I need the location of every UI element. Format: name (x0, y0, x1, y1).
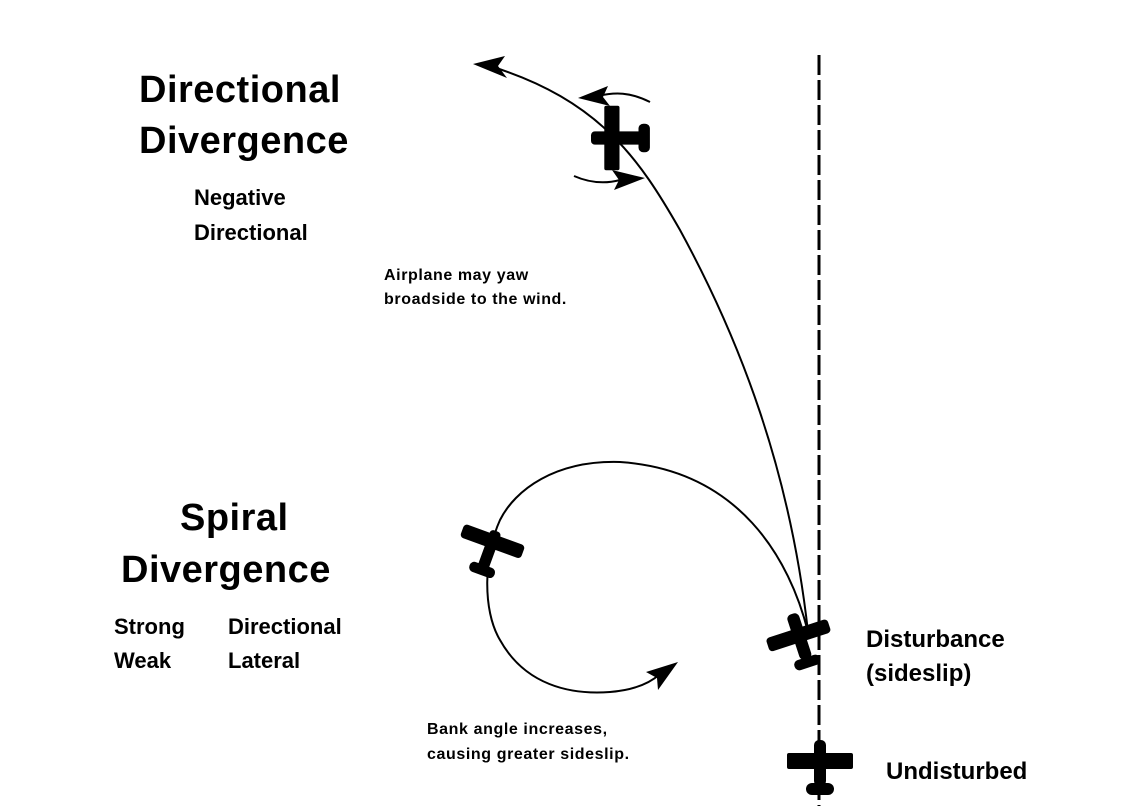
spiral-divergence-title-1: Spiral (180, 497, 289, 539)
spiral-divergence-path (486, 460, 809, 694)
spiral-lateral-label: Lateral (228, 648, 301, 673)
spiral-strong-label: Strong (114, 614, 185, 639)
airplane-spiral-icon (460, 524, 525, 579)
directional-path-arrowhead (473, 56, 507, 78)
undisturbed-label: Undisturbed (886, 758, 1028, 785)
airplane-disturbance-icon (766, 613, 831, 671)
directional-divergence-path (489, 65, 809, 633)
yaw-arrow-bottom (573, 175, 621, 184)
yaw-arrow-top-head (578, 86, 610, 106)
spiral-path-arrowhead (646, 662, 678, 690)
directional-divergence-title-1: Directional (139, 69, 341, 111)
disturbance-label-1: Disturbance (866, 626, 1005, 653)
spiral-divergence-title-2: Divergence (121, 549, 331, 591)
spiral-note-1: Bank angle increases, (427, 721, 608, 738)
disturbance-label-2: (sideslip) (866, 660, 972, 687)
directional-note-2: broadside to the wind. (384, 291, 567, 308)
directional-condition-1: Negative (194, 185, 286, 210)
airplane-yawed-icon (590, 105, 650, 171)
yaw-arrow-bottom-head (612, 170, 645, 190)
directional-condition-2: Directional (194, 220, 308, 245)
spiral-note-2: causing greater sideslip. (427, 746, 630, 763)
spiral-weak-label: Weak (114, 648, 172, 673)
spiral-directional-label: Directional (228, 614, 342, 639)
directional-note-1: Airplane may yaw (384, 267, 529, 284)
directional-divergence-title-2: Divergence (139, 120, 349, 162)
airplane-undisturbed-icon (787, 740, 853, 795)
